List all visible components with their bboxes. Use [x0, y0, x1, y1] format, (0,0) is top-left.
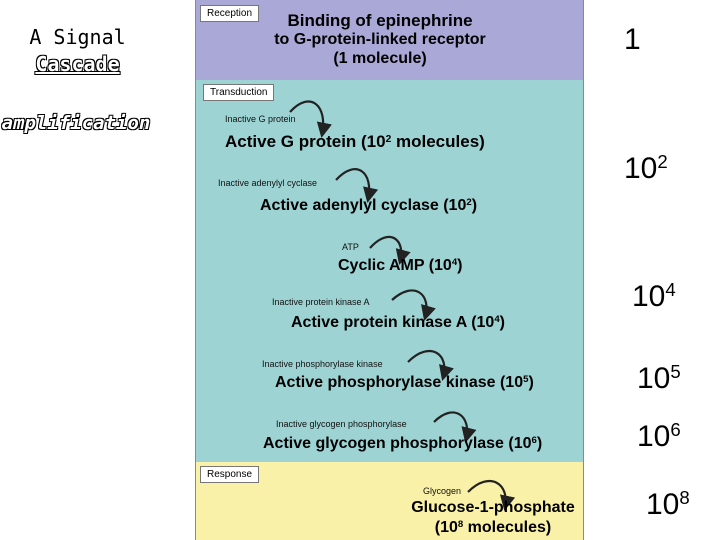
- amplification-label: amplification: [1, 112, 151, 134]
- atp-label: ATP: [342, 242, 359, 252]
- active-g-protein: Active G protein (102 molecules): [225, 132, 485, 151]
- cyclic-amp: Cyclic AMP (104): [338, 257, 463, 274]
- inactive-adenylyl-cyclase: Inactive adenylyl cyclase: [218, 178, 318, 188]
- inactive-protein-kinase-a: Inactive protein kinase A: [272, 297, 370, 307]
- active-adenylyl-cyclase: Active adenylyl cyclase (102): [260, 197, 478, 214]
- binding-line-3: (1 molecule): [333, 50, 427, 67]
- inactive-g-protein: Inactive G protein: [225, 114, 296, 124]
- title-line-1: A Signal: [29, 25, 126, 49]
- binding-line-2: to G-protein-linked receptor: [274, 31, 486, 48]
- response-panel: [195, 462, 584, 540]
- arrow-gp: [433, 411, 477, 443]
- amount-3: 104: [632, 278, 676, 313]
- glucose-1-phosphate: Glucose-1-phosphate (108 molecules): [411, 499, 575, 536]
- active-phosphorylase-kinase: Active phosphorylase kinase (105): [275, 374, 534, 391]
- amount-5: 106: [637, 418, 681, 453]
- glycogen-label: Glycogen: [423, 486, 462, 496]
- amount-2: 102: [624, 150, 668, 185]
- response-tag: Response: [200, 466, 260, 483]
- arrow-pka: [391, 289, 436, 321]
- binding-step: Binding of epinephrine to G-protein-link…: [230, 11, 530, 68]
- cascade-title: A Signal Cascade: [10, 24, 145, 78]
- transduction-panel: [195, 80, 584, 462]
- amount-1: 1: [624, 23, 641, 56]
- inactive-glycogen-phosphorylase: Inactive glycogen phosphorylase: [276, 419, 407, 429]
- amount-4: 105: [637, 360, 681, 395]
- binding-line-1: Binding of epinephrine: [287, 11, 473, 30]
- active-protein-kinase-a: Active protein kinase A (104): [291, 314, 505, 331]
- arrow-g-protein: [289, 100, 332, 139]
- title-line-2: Cascade: [35, 52, 120, 76]
- transduction-tag: Transduction: [203, 84, 275, 101]
- arrow-camp: [369, 235, 411, 265]
- amount-6: 108: [646, 486, 690, 521]
- arrow-glycogen: [467, 479, 516, 512]
- reception-tag: Reception: [200, 5, 260, 22]
- arrow-adenylyl-cyclase: [335, 168, 379, 204]
- active-glycogen-phosphorylase: Active glycogen phosphorylase (106): [263, 435, 543, 452]
- arrow-phk: [407, 349, 454, 381]
- inactive-phosphorylase-kinase: Inactive phosphorylase kinase: [262, 359, 383, 369]
- reception-panel: [195, 0, 584, 80]
